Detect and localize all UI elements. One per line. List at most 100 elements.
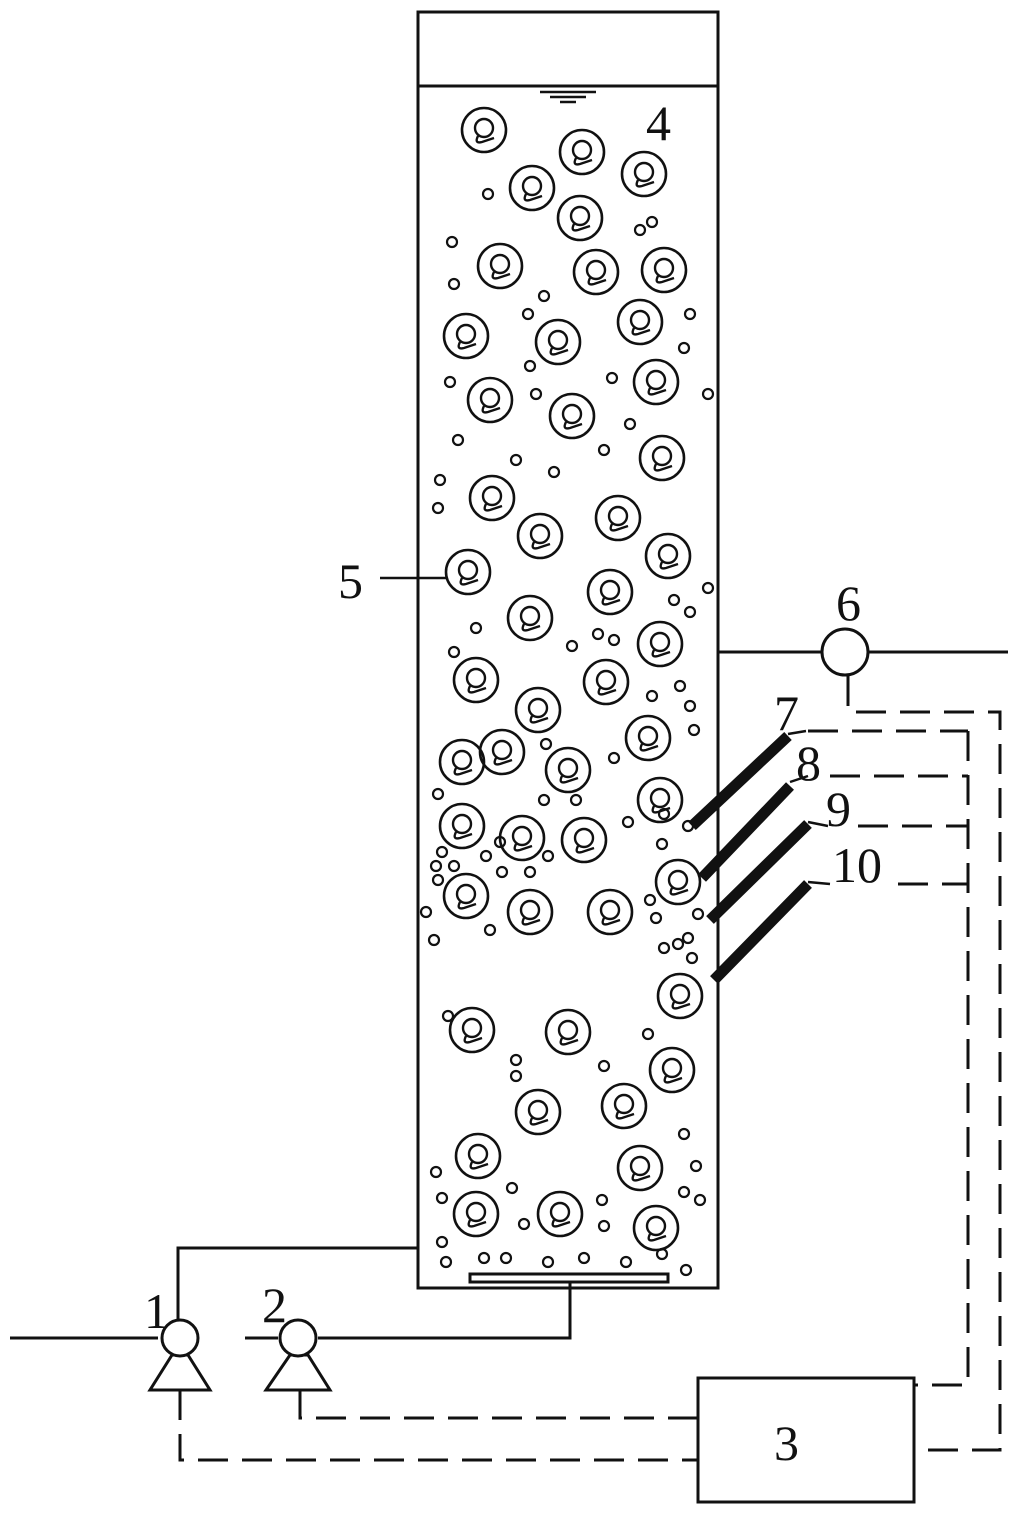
air-bubble bbox=[701, 581, 715, 595]
granule bbox=[640, 246, 688, 294]
probe-10-lead bbox=[807, 880, 831, 886]
label-probe-10: 10 bbox=[832, 837, 882, 893]
air-bubble bbox=[541, 849, 555, 863]
air-bubble bbox=[691, 907, 705, 921]
granule bbox=[506, 594, 554, 642]
air-bubble bbox=[621, 815, 635, 829]
air-bubble bbox=[677, 1185, 691, 1199]
granule bbox=[586, 888, 634, 936]
air-bubble bbox=[509, 453, 523, 467]
air-bubble bbox=[483, 923, 497, 937]
granule-group bbox=[438, 106, 704, 1252]
air-bubble bbox=[677, 341, 691, 355]
label-controller: 3 bbox=[774, 1415, 799, 1471]
granule bbox=[620, 150, 668, 198]
probe-9 bbox=[706, 820, 812, 924]
granule bbox=[544, 1008, 592, 1056]
inflow-pipe bbox=[176, 1246, 418, 1328]
air-bubble bbox=[505, 1181, 519, 1195]
granule bbox=[460, 106, 508, 154]
label-granule: 5 bbox=[338, 553, 363, 609]
air-bubble bbox=[607, 751, 621, 765]
air-bubble bbox=[431, 787, 445, 801]
air-bubble bbox=[605, 371, 619, 385]
air-bubble bbox=[595, 1193, 609, 1207]
air-bubble bbox=[673, 679, 687, 693]
granule bbox=[632, 358, 680, 406]
air-bubble bbox=[435, 845, 449, 859]
granule bbox=[544, 746, 592, 794]
air-bubble bbox=[649, 911, 663, 925]
granule bbox=[560, 816, 608, 864]
granule bbox=[594, 494, 642, 542]
air-bubble bbox=[693, 1193, 707, 1207]
air-bubble bbox=[689, 1159, 703, 1173]
signal-controller-to-pump-2 bbox=[298, 1390, 698, 1420]
granule bbox=[644, 532, 692, 580]
air-bubble bbox=[447, 645, 461, 659]
valve bbox=[820, 627, 870, 677]
granule bbox=[452, 656, 500, 704]
pump-1-body bbox=[160, 1318, 200, 1358]
air-bubble bbox=[431, 501, 445, 515]
air-bubble bbox=[607, 633, 621, 647]
granule bbox=[442, 872, 490, 920]
air-bubble bbox=[521, 307, 535, 321]
label-pump-2: 2 bbox=[262, 1277, 287, 1333]
air-bubble bbox=[419, 905, 433, 919]
air-bubble bbox=[509, 1053, 523, 1067]
probe-8-lead bbox=[789, 774, 809, 784]
granule bbox=[636, 776, 684, 824]
air-bubble bbox=[657, 941, 671, 955]
signal-lines bbox=[178, 676, 1002, 1462]
air-bubble bbox=[683, 605, 697, 619]
air-bubble bbox=[447, 859, 461, 873]
granule bbox=[638, 434, 686, 482]
air-bubble bbox=[597, 443, 611, 457]
granule bbox=[624, 714, 672, 762]
air-bubble bbox=[683, 699, 697, 713]
air-bubble bbox=[687, 723, 701, 737]
air-bubble bbox=[539, 737, 553, 751]
granule bbox=[648, 1046, 696, 1094]
air-pipe bbox=[318, 1282, 572, 1340]
label-reactor: 4 bbox=[646, 95, 671, 151]
air-bubble bbox=[509, 1069, 523, 1083]
label-pump-1: 1 bbox=[144, 1283, 169, 1339]
air-bubble bbox=[429, 1165, 443, 1179]
granule bbox=[656, 972, 704, 1020]
air-bubble bbox=[495, 865, 509, 879]
air-bubble bbox=[569, 793, 583, 807]
granule bbox=[506, 888, 554, 936]
air-bubble bbox=[547, 465, 561, 479]
air-bubble bbox=[469, 621, 483, 635]
granule bbox=[438, 738, 486, 786]
air-bubble bbox=[645, 215, 659, 229]
air-bubble bbox=[683, 307, 697, 321]
signal-valve-to-controller bbox=[846, 676, 1002, 1452]
air-bubble bbox=[633, 223, 647, 237]
granule bbox=[534, 318, 582, 366]
probe-7 bbox=[688, 731, 792, 831]
air-bubble bbox=[523, 359, 537, 373]
air-bubble bbox=[435, 1235, 449, 1249]
granule bbox=[448, 1006, 496, 1054]
air-bubble bbox=[477, 1251, 491, 1265]
air-bubble bbox=[679, 1263, 693, 1277]
air-bubble bbox=[447, 277, 461, 291]
granule bbox=[632, 1204, 680, 1252]
air-bubble bbox=[429, 859, 443, 873]
air-bubble bbox=[499, 1251, 513, 1265]
air-bubble bbox=[677, 1127, 691, 1141]
granule bbox=[558, 128, 606, 176]
probe-10 bbox=[710, 880, 812, 984]
granule bbox=[478, 728, 526, 776]
granule bbox=[442, 312, 490, 360]
air-bubble bbox=[619, 1255, 633, 1269]
air-bubble bbox=[597, 1219, 611, 1233]
air-bubble bbox=[657, 807, 671, 821]
air-bubble bbox=[577, 1251, 591, 1265]
granule bbox=[468, 474, 516, 522]
air-bubble bbox=[441, 1009, 455, 1023]
air-bubble bbox=[643, 893, 657, 907]
